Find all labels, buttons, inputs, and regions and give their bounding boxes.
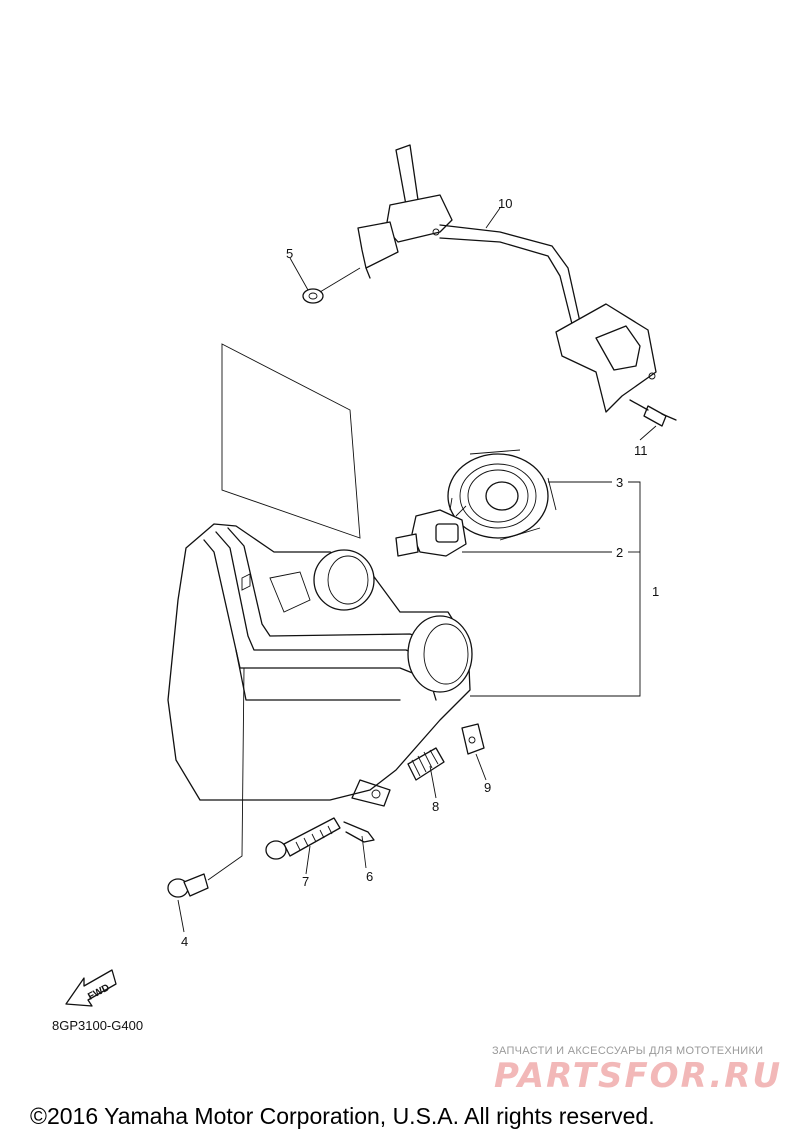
- leader-lines: [177, 207, 657, 933]
- reference-box: [221, 343, 361, 539]
- rubber-cover[interactable]: [447, 449, 557, 541]
- callout-labels: 1 2 3 4 5 6 7 8 9 10 11: [181, 196, 659, 949]
- nut-part[interactable]: [461, 723, 485, 755]
- clip-part[interactable]: [343, 821, 375, 843]
- callout-4: 4: [181, 934, 188, 949]
- callout-3: 3: [616, 475, 623, 490]
- callout-8: 8: [432, 799, 439, 814]
- callout-10: 10: [498, 196, 512, 211]
- callout-9: 9: [484, 780, 491, 795]
- watermark-logo: PARTSFOR.RU: [494, 1056, 783, 1096]
- headlight-bulb[interactable]: [395, 497, 467, 557]
- watermark-tagline: ЗАПЧАСТИ И АКСЕССУАРЫ ДЛЯ МОТОТЕХНИКИ: [492, 1045, 764, 1057]
- callout-2: 2: [616, 545, 623, 560]
- callout-11: 11: [634, 443, 648, 458]
- spring-part[interactable]: [407, 747, 445, 781]
- copyright-notice: ©2016 Yamaha Motor Corporation, U.S.A. A…: [30, 1103, 655, 1129]
- rivet-part[interactable]: [167, 667, 245, 898]
- headlight-stay-bracket[interactable]: [357, 144, 657, 413]
- collar-part[interactable]: [302, 267, 361, 304]
- callout-6: 6: [366, 869, 373, 884]
- callout-5: 5: [286, 246, 293, 261]
- bolt-part-11[interactable]: [629, 399, 677, 427]
- callout-1: 1: [652, 584, 659, 599]
- diagram-code: 8GP3100-G400: [52, 1018, 144, 1033]
- fwd-arrow-icon: FWD: [65, 969, 117, 1007]
- callout-7: 7: [302, 874, 309, 889]
- screw-part[interactable]: [265, 817, 341, 860]
